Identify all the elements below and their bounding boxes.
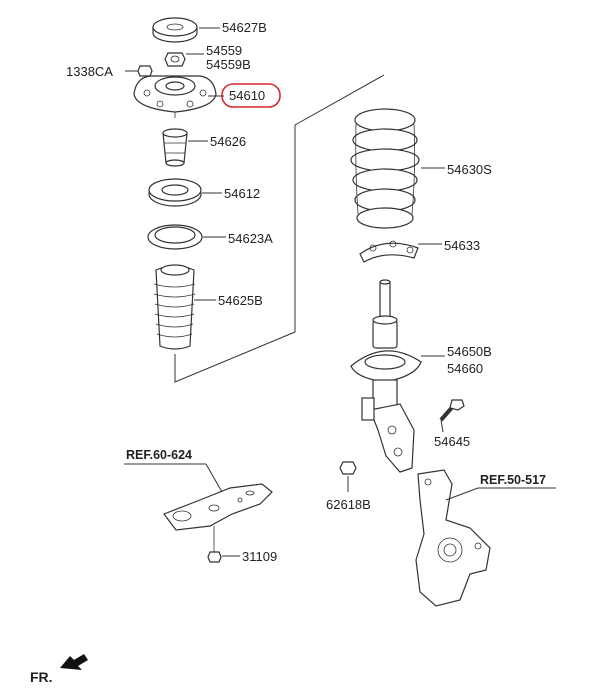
label-1338CA: 1338CA <box>66 64 113 79</box>
label-54660: 54660 <box>447 361 483 376</box>
part-54645-bolt[interactable] <box>439 399 465 422</box>
ref-50-517-knuckle[interactable] <box>415 469 491 607</box>
label-54623A: 54623A <box>228 231 273 246</box>
assembly-guide-line <box>174 74 385 383</box>
ref-label-60-624: REF.60-624 <box>126 448 192 462</box>
part-54630S-coil-spring[interactable] <box>350 108 420 229</box>
label-54625B: 54625B <box>218 293 263 308</box>
label-54610: 54610 <box>229 88 265 103</box>
label-31109: 31109 <box>242 549 277 564</box>
label-54559: 54559 <box>206 43 242 58</box>
label-54627B: 54627B <box>222 20 267 35</box>
part-54610-strut-mount[interactable] <box>133 75 217 118</box>
highlight-54610 <box>221 83 281 108</box>
part-54626-bump-stopper[interactable] <box>162 128 188 167</box>
label-54633: 54633 <box>444 238 480 253</box>
part-54633-lower-pad[interactable] <box>359 240 419 263</box>
part-31109-nut[interactable] <box>207 526 222 563</box>
part-54559-nut[interactable] <box>164 52 186 67</box>
label-54645: 54645 <box>434 434 470 449</box>
label-54650B: 54650B <box>447 344 492 359</box>
front-label: FR. <box>30 669 53 685</box>
part-54627B-cap[interactable] <box>152 17 198 43</box>
label-54630S: 54630S <box>447 162 492 177</box>
front-arrow-icon <box>60 654 88 670</box>
ref-60-624-bracket[interactable] <box>163 483 273 531</box>
label-62618B: 62618B <box>326 497 371 512</box>
part-54612-bearing[interactable] <box>148 178 202 207</box>
part-62618B-nut[interactable] <box>339 461 357 475</box>
part-54625B-dust-boot[interactable] <box>153 264 196 350</box>
part-54623A-spring-pad[interactable] <box>147 224 203 250</box>
label-54626: 54626 <box>210 134 246 149</box>
part-54650B-strut[interactable] <box>350 279 422 473</box>
ref-label-50-517: REF.50-517 <box>480 473 546 487</box>
part-1338CA-nut[interactable] <box>137 65 153 77</box>
label-54612: 54612 <box>224 186 260 201</box>
label-54559B: 54559B <box>206 57 251 72</box>
